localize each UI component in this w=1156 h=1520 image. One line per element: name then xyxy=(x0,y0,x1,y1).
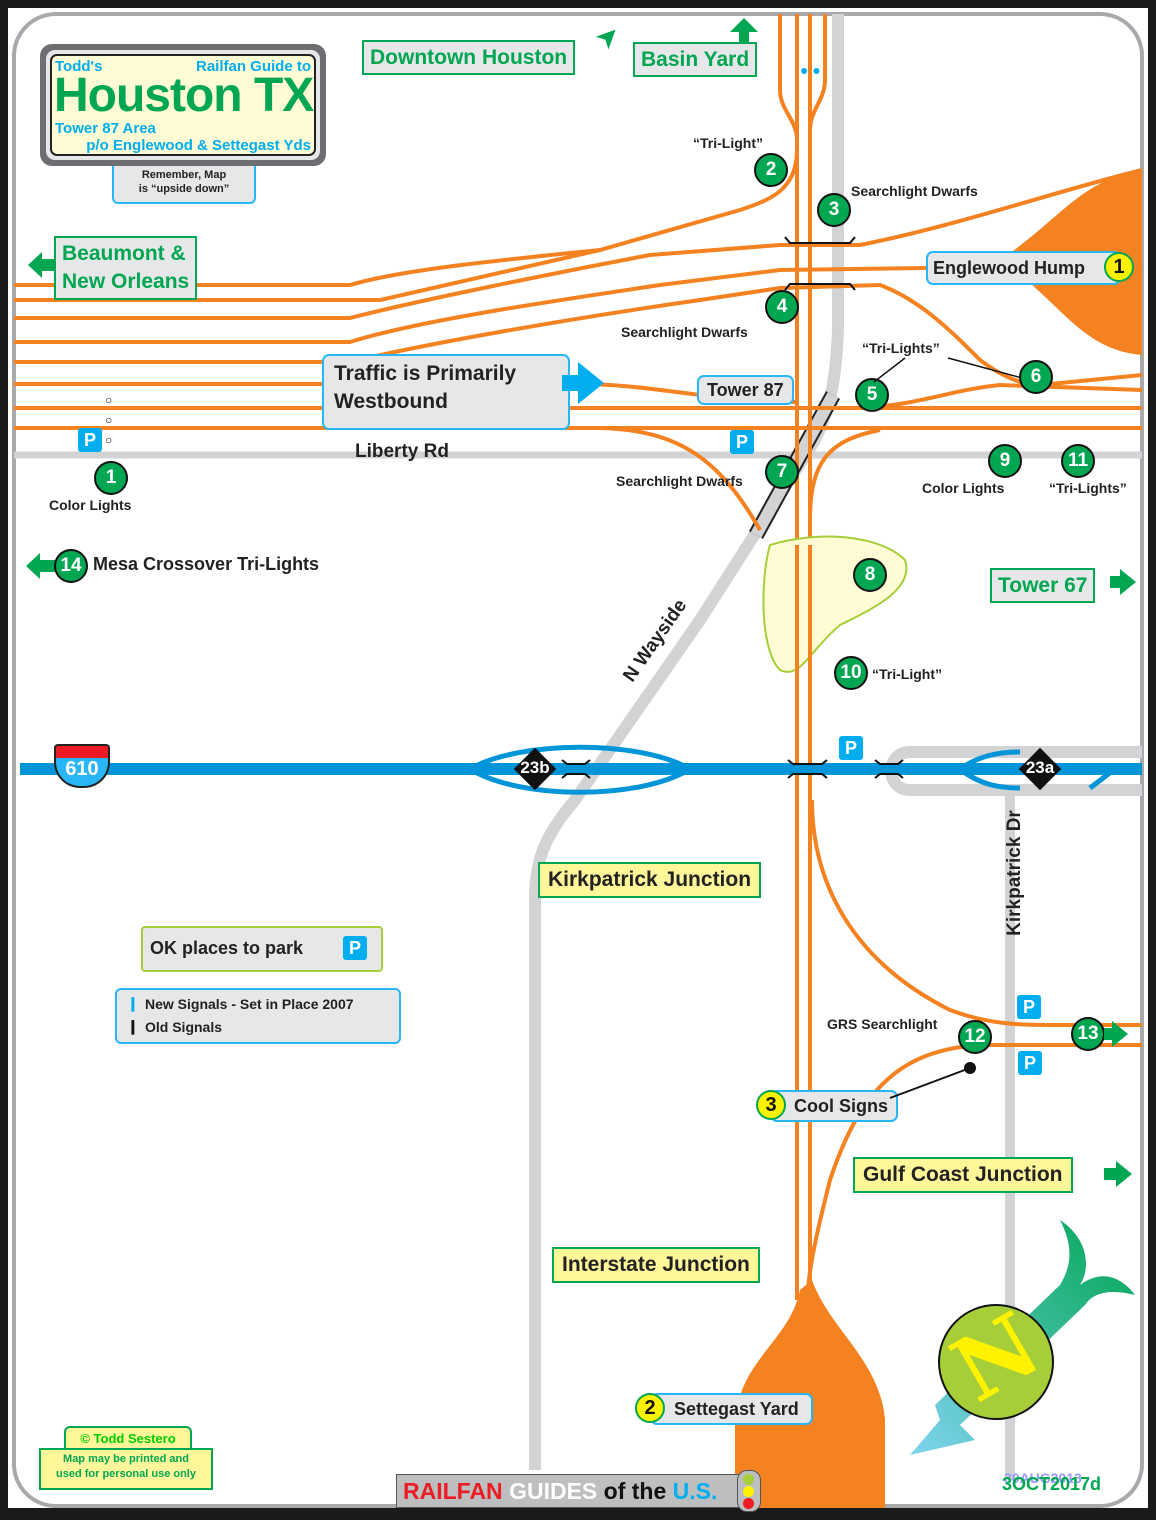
direction-beaumont: Beaumont & New Orleans xyxy=(54,236,198,300)
tri-lights-leader xyxy=(873,357,1023,383)
signal-legend: ❙ New Signals - Set in Place 2007 ❙ Old … xyxy=(115,988,401,1044)
signal-2-badge[interactable]: 2 xyxy=(754,153,788,187)
signal-3-label: Searchlight Dwarfs xyxy=(851,183,978,199)
copyright-tab: © Todd Sestero xyxy=(64,1426,192,1450)
signal-7-label: Searchlight Dwarfs xyxy=(616,473,743,489)
signal-11-badge[interactable]: 11 xyxy=(1061,444,1095,478)
exit-23a-label: 23a xyxy=(1025,758,1055,777)
copyright-notice: Map may be printed and used for personal… xyxy=(39,1448,213,1490)
tower-87-label[interactable]: Tower 87 xyxy=(697,375,794,405)
title-sub2: p/o Englewood & Settegast Yds xyxy=(86,137,311,154)
signal-6-badge[interactable]: 6 xyxy=(1019,360,1053,394)
signal-2-label: “Tri-Light” xyxy=(693,135,763,151)
signal-7-badge[interactable]: 7 xyxy=(765,455,799,489)
interstate-junction-label: Interstate Junction xyxy=(552,1247,760,1283)
direction-basin-yard: Basin Yard xyxy=(633,42,758,77)
title-top-right: Railfan Guide to xyxy=(195,58,311,75)
direction-tower-67: Tower 67 xyxy=(990,568,1096,603)
signal-10-label: “Tri-Light” xyxy=(872,666,942,682)
direction-downtown-houston: Downtown Houston xyxy=(362,40,576,75)
gulf-coast-junction-label: Gulf Coast Junction xyxy=(853,1157,1073,1193)
cool-signs-label[interactable]: Cool Signs xyxy=(770,1090,898,1122)
exit-23b-label: 23b xyxy=(520,758,550,777)
englewood-hump-label[interactable]: Englewood Hump xyxy=(926,251,1121,285)
signal-glyph-icon: ○○○ xyxy=(105,393,113,447)
parking-icon: P xyxy=(343,936,367,960)
signal-9-label: Color Lights xyxy=(922,480,1005,496)
parking-icon[interactable]: P xyxy=(1017,995,1041,1019)
traffic-arrow-icon xyxy=(562,375,580,391)
compass-circle xyxy=(938,1304,1054,1420)
arrow-right-13-icon xyxy=(1104,1028,1114,1040)
parking-legend: OK places to park P xyxy=(141,926,383,972)
kirkpatrick-junction-label: Kirkpatrick Junction xyxy=(538,862,762,898)
new-signal-icon: ● ● xyxy=(800,62,821,78)
signal-1-label: Color Lights xyxy=(49,497,132,513)
signal-1-badge[interactable]: 1 xyxy=(94,461,128,495)
road-wayside xyxy=(529,329,844,1470)
new-signal-legend-icon: ❙ xyxy=(127,995,139,1011)
signal-5-badge[interactable]: 5 xyxy=(855,378,889,412)
version-current: 3OCT2017d xyxy=(1002,1474,1102,1494)
signal-4-badge[interactable]: 4 xyxy=(765,290,799,324)
signal-12-label: GRS Searchlight xyxy=(827,1016,938,1032)
signal-11-label: “Tri-Lights” xyxy=(1049,480,1127,496)
place-3-badge[interactable]: 3 xyxy=(756,1090,786,1120)
signal-8-badge[interactable]: 8 xyxy=(853,558,887,592)
upside-down-note: Remember, Map is “upside down” xyxy=(112,166,256,204)
parking-icon[interactable]: P xyxy=(1018,1051,1042,1075)
signal-12-badge[interactable]: 12 xyxy=(958,1020,992,1054)
signal-10-badge[interactable]: 10 xyxy=(834,656,868,690)
bridge-markers xyxy=(561,236,904,779)
signal-5-6-label: “Tri-Lights” xyxy=(862,340,940,356)
signal-9-badge[interactable]: 9 xyxy=(988,444,1022,478)
mesa-crossover-label: Mesa Crossover Tri-Lights xyxy=(93,554,320,574)
signal-3-badge[interactable]: 3 xyxy=(817,193,851,227)
cool-signs-leader xyxy=(889,1062,976,1099)
arrow-left-icon xyxy=(28,252,42,278)
railfan-guides-brand: RAILFAN GUIDES of the U.S. xyxy=(396,1474,750,1508)
traffic-light-icon xyxy=(737,1470,761,1512)
place-2-badge[interactable]: 2 xyxy=(635,1393,665,1423)
arrow-right-icon xyxy=(1110,576,1122,588)
title-sub1: Tower 87 Area xyxy=(55,120,156,137)
arrow-left-mesa-icon xyxy=(26,553,40,579)
arrow-up-icon xyxy=(730,18,758,32)
parking-icon[interactable]: P xyxy=(839,736,863,760)
title-main: Houston TX xyxy=(54,69,314,122)
interstate-shield-icon: 610 xyxy=(54,744,110,798)
title-sign: Todd's Railfan Guide to Houston TX Tower… xyxy=(40,44,326,166)
parking-icon[interactable]: P xyxy=(730,430,754,454)
title-top-left: Todd's xyxy=(55,58,103,75)
signal-4-label: Searchlight Dwarfs xyxy=(621,324,748,340)
old-signal-legend-icon: ❙ xyxy=(127,1018,139,1034)
liberty-rd-label: Liberty Rd xyxy=(355,441,449,462)
signal-14-badge[interactable]: 14 xyxy=(54,549,88,583)
signal-13-badge[interactable]: 13 xyxy=(1071,1017,1105,1051)
parking-icon[interactable]: P xyxy=(78,428,102,452)
place-1-badge[interactable]: 1 xyxy=(1104,252,1134,282)
version-old: 30AUG2013 xyxy=(1004,1470,1082,1486)
traffic-note: Traffic is Primarily Westbound xyxy=(322,354,570,430)
arrow-right-gulf-icon xyxy=(1104,1168,1118,1180)
settegast-yard-label[interactable]: Settegast Yard xyxy=(650,1393,813,1425)
kirkpatrick-dr-label: Kirkpatrick Dr xyxy=(1003,810,1025,936)
